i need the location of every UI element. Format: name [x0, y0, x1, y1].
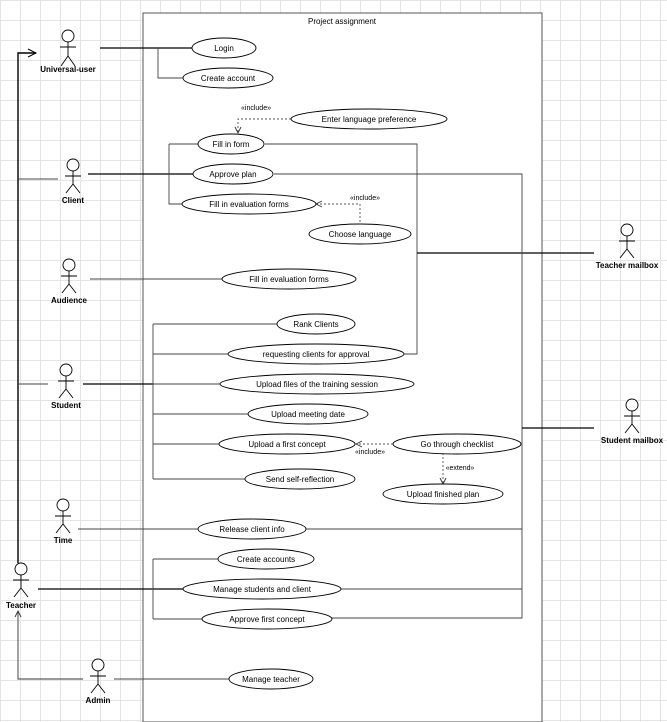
- usecase-label: Fill in evaluation forms: [209, 200, 289, 209]
- actor-label: Teacher mailbox: [596, 261, 659, 270]
- usecase-fill-evaluation-forms-audience[interactable]: Fill in evaluation forms: [221, 268, 357, 290]
- usecase-upload-finished-plan[interactable]: Upload finished plan: [382, 483, 504, 505]
- actor-label: Time: [54, 536, 73, 545]
- actor-client[interactable]: Client: [62, 158, 85, 205]
- usecase-label: Choose language: [329, 230, 392, 239]
- usecase-upload-first-concept[interactable]: Upload a first concept: [218, 433, 356, 455]
- actor-student-mailbox[interactable]: Student mailbox: [601, 398, 664, 445]
- actor-label: Universal-user: [40, 65, 96, 74]
- use-cases: Login Create account Enter language pref…: [181, 37, 522, 690]
- usecase-label: Release client info: [219, 525, 285, 534]
- usecase-label: Approve first concept: [229, 615, 305, 624]
- usecase-create-accounts[interactable]: Create accounts: [217, 548, 315, 570]
- assoc-universal-create-account: [157, 48, 183, 79]
- usecase-label: Fill in form: [213, 140, 250, 149]
- usecase-label: Go through checklist: [421, 440, 495, 449]
- usecase-go-through-checklist[interactable]: Go through checklist: [392, 433, 522, 455]
- usecase-rank-clients[interactable]: Rank Clients: [276, 313, 356, 335]
- actor-time[interactable]: Time: [54, 498, 73, 545]
- usecase-approve-plan[interactable]: Approve plan: [192, 163, 274, 185]
- usecase-requesting-clients[interactable]: requesting clients for approval: [227, 343, 405, 365]
- usecase-label: Upload files of the training session: [256, 380, 378, 389]
- actor-label: Teacher: [6, 601, 36, 610]
- include-label-checklist: «include»: [355, 449, 385, 456]
- usecase-label: Fill in evaluation forms: [249, 275, 329, 284]
- include-label-language: «include»: [241, 105, 271, 112]
- include-language-pref-line: [234, 118, 291, 135]
- actor-label: Student mailbox: [601, 436, 664, 445]
- include-choose-language-line: [314, 200, 361, 222]
- usecase-label: Upload meeting date: [271, 410, 345, 419]
- usecase-label: Rank Clients: [293, 320, 338, 329]
- usecase-fill-in-form[interactable]: Fill in form: [197, 133, 265, 155]
- usecase-release-client-info[interactable]: Release client info: [197, 518, 307, 540]
- generalization-admin-teacher: [14, 609, 83, 680]
- usecase-label: Create accounts: [237, 555, 295, 564]
- associations: [14, 47, 594, 680]
- usecase-label: Manage teacher: [242, 675, 300, 684]
- usecase-create-account[interactable]: Create account: [182, 67, 274, 89]
- include-label-choose: «include»: [350, 195, 380, 202]
- usecase-manage-teacher[interactable]: Manage teacher: [228, 668, 314, 690]
- usecase-label: requesting clients for approval: [263, 350, 370, 359]
- actor-admin[interactable]: Admin: [86, 658, 111, 705]
- actors: Universal-user Client Audience Student T…: [6, 29, 664, 705]
- actor-label: Client: [62, 196, 85, 205]
- system-boundary: Project assignment: [142, 12, 543, 722]
- extend-label-finished: «extend»: [446, 465, 475, 472]
- usecase-enter-language-preference[interactable]: Enter language preference: [290, 108, 448, 130]
- usecase-fill-evaluation-forms-client[interactable]: Fill in evaluation forms: [181, 193, 317, 215]
- actor-universal-user[interactable]: Universal-user: [40, 29, 96, 74]
- usecase-label: Create account: [201, 74, 256, 83]
- usecase-approve-first-concept[interactable]: Approve first concept: [201, 608, 333, 630]
- usecase-manage-students-client[interactable]: Manage students and client: [182, 578, 342, 600]
- actor-teacher-mailbox[interactable]: Teacher mailbox: [596, 223, 659, 270]
- usecase-label: Approve plan: [209, 170, 256, 179]
- actor-audience[interactable]: Audience: [51, 258, 88, 305]
- actor-student[interactable]: Student: [51, 363, 81, 410]
- usecase-label: Send self-reflection: [266, 475, 334, 484]
- usecase-label: Upload finished plan: [407, 490, 480, 499]
- assoc-client-bracket: [168, 144, 183, 205]
- actor-label: Audience: [51, 296, 88, 305]
- dependency-labels: «include» «include» «include» «extend»: [241, 105, 474, 472]
- actor-label: Student: [51, 401, 81, 410]
- assoc-fill-form-mailbox: [265, 143, 418, 355]
- generalization-teacher-universal: [17, 53, 36, 563]
- actor-teacher[interactable]: Teacher: [6, 562, 36, 610]
- usecase-upload-training-files[interactable]: Upload files of the training session: [219, 373, 415, 395]
- assoc-approve-plan-right: [274, 173, 523, 619]
- dependencies: [234, 118, 447, 486]
- usecase-upload-meeting-date[interactable]: Upload meeting date: [247, 403, 369, 425]
- usecase-choose-language[interactable]: Choose language: [308, 223, 412, 245]
- usecase-send-self-reflection[interactable]: Send self-reflection: [244, 468, 356, 490]
- usecase-label: Enter language preference: [322, 115, 417, 124]
- usecase-label: Login: [214, 44, 234, 53]
- usecase-label: Manage students and client: [213, 585, 312, 594]
- usecase-label: Upload a first concept: [248, 440, 326, 449]
- system-title: Project assignment: [308, 17, 377, 26]
- actor-label: Admin: [86, 696, 111, 705]
- usecase-login[interactable]: Login: [191, 37, 257, 59]
